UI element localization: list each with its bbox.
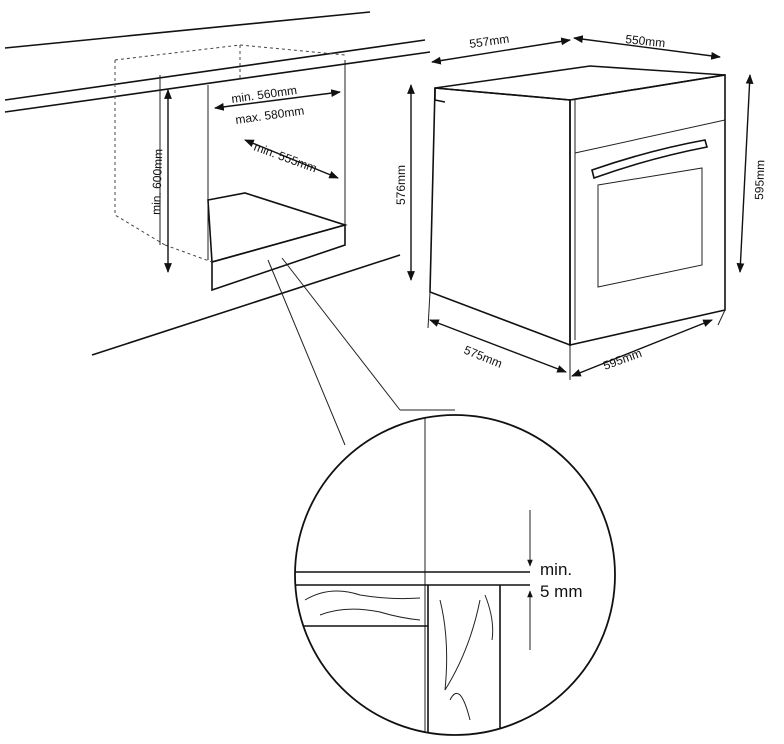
gap-label-line2: 5 mm xyxy=(540,582,583,601)
oven-bottom-depth-label: 575mm xyxy=(462,343,504,371)
detail-leader xyxy=(267,257,455,446)
oven-top-depth-label: 557mm xyxy=(468,32,510,51)
oven-front-height-label: 595mm xyxy=(752,160,767,200)
detail-magnifier xyxy=(294,414,616,736)
oven-top-width-label: 550mm xyxy=(625,32,666,50)
oven-body-height-label: 576mm xyxy=(394,165,408,205)
niche-width-max-label: max. 580mm xyxy=(234,103,305,127)
niche-depth-label: min. 555mm xyxy=(252,140,319,176)
oven-bottom-width-label: 595mm xyxy=(601,346,643,373)
gap-label-line1: min. xyxy=(540,560,572,579)
oven xyxy=(407,35,754,380)
niche-width-min-label: min. 560mm xyxy=(230,83,297,106)
niche-height-label: min. 600mm xyxy=(149,149,165,215)
kitchen-cabinet xyxy=(4,11,431,356)
